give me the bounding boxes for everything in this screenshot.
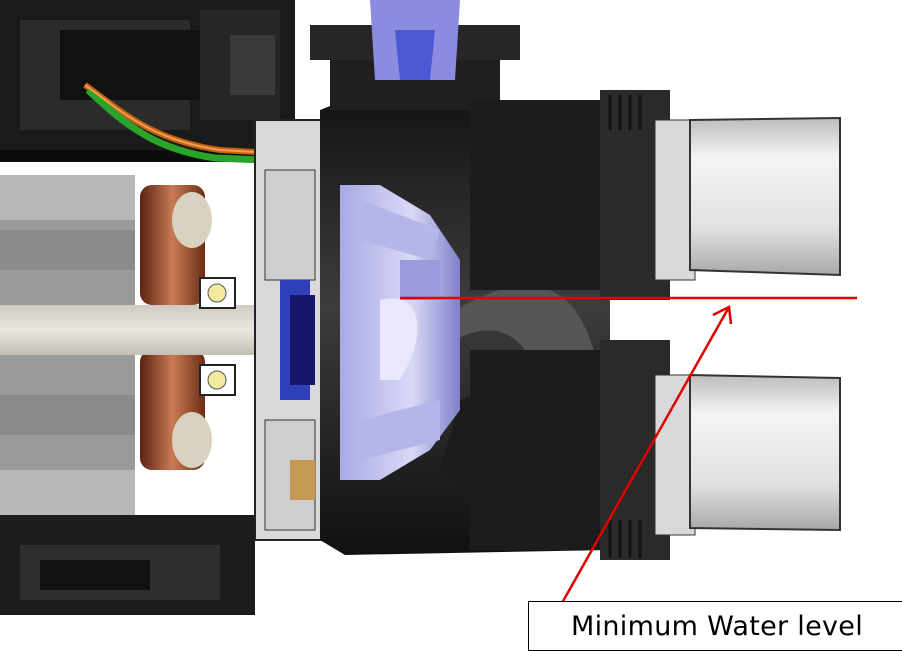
minimum-water-level-label: Minimum Water level bbox=[528, 601, 902, 651]
seal-plate bbox=[254, 119, 326, 541]
impeller bbox=[340, 185, 460, 480]
lower-outlet-pipe bbox=[470, 340, 841, 560]
bearings bbox=[199, 277, 236, 396]
leader-arrowhead bbox=[712, 305, 733, 325]
motor-wires bbox=[83, 82, 311, 166]
min-water-level-indicator bbox=[400, 296, 857, 604]
leader-line bbox=[560, 306, 731, 604]
upper-outlet-pipe bbox=[470, 90, 841, 300]
top-housing-block bbox=[0, 0, 300, 162]
bottom-housing-block bbox=[0, 515, 255, 615]
copper-windings bbox=[140, 185, 212, 470]
